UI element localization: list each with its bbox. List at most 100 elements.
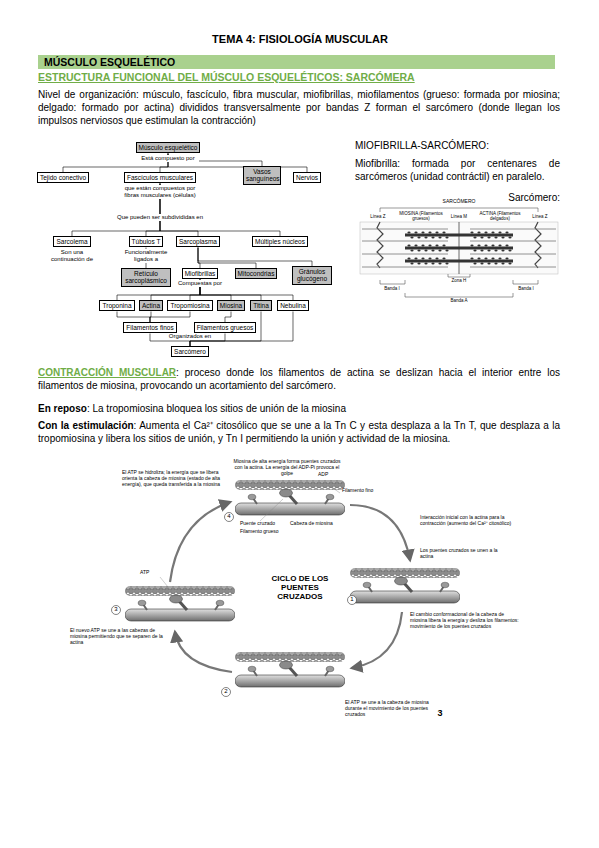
- concept-box: Filamentos gruesos: [194, 322, 257, 333]
- step-note: El cambio conformacional de la cabeza de…: [410, 612, 520, 629]
- connector-note: Son una continuación de: [50, 249, 94, 263]
- box-text: Mitocondrias: [238, 270, 275, 277]
- box-text: Músculo esquelético: [139, 144, 198, 151]
- concept-box: Sarcómero: [171, 346, 209, 357]
- box-text: Tejido conectivo: [40, 174, 86, 181]
- concept-box: Sarcoplasma: [176, 236, 220, 247]
- concept-box: Tejido conectivo: [37, 172, 89, 183]
- step-note: El ATP se une a la cabeza de miosina dur…: [345, 700, 445, 717]
- concept-box: Actina: [139, 300, 163, 311]
- box-text: MÚSCULO ESQUELÉTICO: [44, 56, 549, 68]
- box-text: Fascículos musculares: [127, 174, 193, 181]
- body-text: : La tropomiosina bloquea los sitios de …: [87, 403, 346, 414]
- concept-box: Troponina: [99, 300, 134, 311]
- part-label: Cabeza de miosina: [290, 521, 342, 527]
- box-text: Tropomiosina: [170, 302, 209, 309]
- part-label: Banda A: [444, 298, 474, 303]
- part-label: Banda I: [377, 286, 407, 291]
- box-text: Filamentos gruesos: [197, 324, 254, 331]
- concept-box: Vasos sanguíneos: [243, 166, 281, 185]
- connector-note: que están compuestos por fibras muscular…: [118, 185, 202, 199]
- box-text: Retículo sarcoplásmico: [124, 270, 168, 285]
- part-label: ACTINA (Filamentos delgados): [474, 211, 526, 221]
- part-label: Línea Z: [360, 214, 396, 219]
- concept-box: Tropomiosina: [167, 300, 212, 311]
- part-label: ATP: [140, 570, 158, 576]
- connector-note: Organizados en: [166, 333, 214, 340]
- box-text: Múltiples núcleos: [255, 238, 305, 245]
- connector-note: Compuestas por: [175, 280, 225, 287]
- part-label: Filamento grueso: [240, 529, 292, 535]
- tree-connector: [198, 247, 256, 268]
- tree-connector: [225, 311, 231, 322]
- subheading: MIOFIBRILLA-SARCÓMERO:: [355, 140, 560, 152]
- paragraph: En reposo: La tropomiosina bloquea los s…: [38, 402, 560, 415]
- concept-box: Túbulos T: [129, 236, 164, 247]
- concept-box: Múltiples núcleos: [252, 236, 308, 247]
- inline-heading: CONTRACCIÓN MUSCULAR: [38, 367, 176, 378]
- cycle-title: CICLO DE LOS PUENTES CRUZADOS: [260, 574, 340, 602]
- concept-box: Músculo esquelético: [136, 142, 201, 153]
- part-label: MIOSINA (Filamentos gruesos): [395, 211, 447, 221]
- part-label: Línea M: [444, 214, 474, 219]
- step-note: El ATP se hidroliza; la energía que se l…: [122, 470, 226, 487]
- part-label: ADP: [318, 472, 336, 478]
- body-text: Nivel de organización: músculo, fascícul…: [38, 88, 560, 127]
- callout-number: 2: [222, 688, 230, 696]
- box-text: Actina: [142, 302, 160, 309]
- tree-connector: [198, 247, 312, 266]
- callout-number: 3: [112, 606, 120, 614]
- concept-box: Gránulos glucógeno: [292, 266, 332, 285]
- box-text: Troponina: [102, 302, 131, 309]
- box-text: Miosina: [220, 302, 242, 309]
- box-text: Sarcoplasma: [179, 238, 217, 245]
- step-note: El nuevo ATP se une a las cabezas de mio…: [70, 628, 165, 645]
- box-text: Sarcómero: [174, 348, 206, 355]
- section-heading: ESTRUCTURA FUNCIONAL DEL MÚSCULO ESQUELÉ…: [38, 71, 560, 83]
- step-note: Los puentes cruzados se unen a la actina: [420, 548, 500, 560]
- callout-number: 4: [225, 513, 233, 521]
- concept-box: Miosina: [217, 300, 245, 311]
- concept-box: Miofibrillas: [182, 268, 219, 279]
- callout-number: 1: [348, 596, 356, 604]
- part-label: Zona H: [444, 278, 474, 283]
- box-text: Nebulina: [280, 302, 306, 309]
- concept-box: Retículo sarcoplásmico: [121, 268, 171, 287]
- concept-box: Fascículos musculares: [124, 172, 196, 183]
- paragraph: CONTRACCIÓN MUSCULAR: proceso donde los …: [38, 366, 560, 392]
- box-text: Filamentos finos: [126, 324, 173, 331]
- concept-box: Nervios: [293, 172, 321, 183]
- box-text: Titina: [253, 302, 269, 309]
- part-label: Filamento fino: [342, 488, 386, 494]
- box-text: Nervios: [296, 174, 318, 181]
- step-note: Interacción inicial con la actina para l…: [420, 515, 520, 527]
- body-text: Miofibrilla: formada por centenares de s…: [355, 157, 560, 183]
- inline-heading: En reposo: [38, 403, 87, 414]
- box-text: Túbulos T: [132, 238, 161, 245]
- connector-note: Que pueden ser subdivididas en: [110, 214, 210, 221]
- page-title: TEMA 4: FISIOLOGÍA MUSCULAR: [150, 33, 450, 46]
- connector-note: Funcionalmente ligados a: [124, 249, 168, 263]
- page-number: 3: [430, 708, 450, 718]
- connector-note: Está compuesto por: [137, 155, 199, 162]
- tree-connector: [150, 311, 190, 322]
- concept-box: Mitocondrias: [235, 268, 278, 279]
- concept-box: Nebulina: [277, 300, 309, 311]
- box-text: Vasos sanguíneos: [246, 168, 278, 183]
- part-label: Línea Z: [522, 214, 558, 219]
- inline-heading: Con la estimulación: [38, 420, 134, 431]
- box-text: Gránulos glucógeno: [295, 268, 329, 283]
- tree-connector: [117, 311, 150, 322]
- box-text: Miofibrillas: [185, 270, 216, 277]
- tree-connector: [190, 311, 293, 346]
- concept-box: Filamentos finos: [123, 322, 176, 333]
- part-label: Banda I: [511, 286, 541, 291]
- concept-box: Sarcolema: [53, 236, 90, 247]
- part-label: SARCÓMERO: [434, 199, 484, 205]
- paragraph: Con la estimulación: Aumenta el Ca²⁺ cit…: [38, 419, 560, 445]
- concept-box: Titina: [250, 300, 272, 311]
- box-text: Sarcolema: [56, 238, 87, 245]
- section-band: MÚSCULO ESQUELÉTICO: [38, 55, 555, 69]
- part-label: Puente cruzado: [240, 521, 284, 527]
